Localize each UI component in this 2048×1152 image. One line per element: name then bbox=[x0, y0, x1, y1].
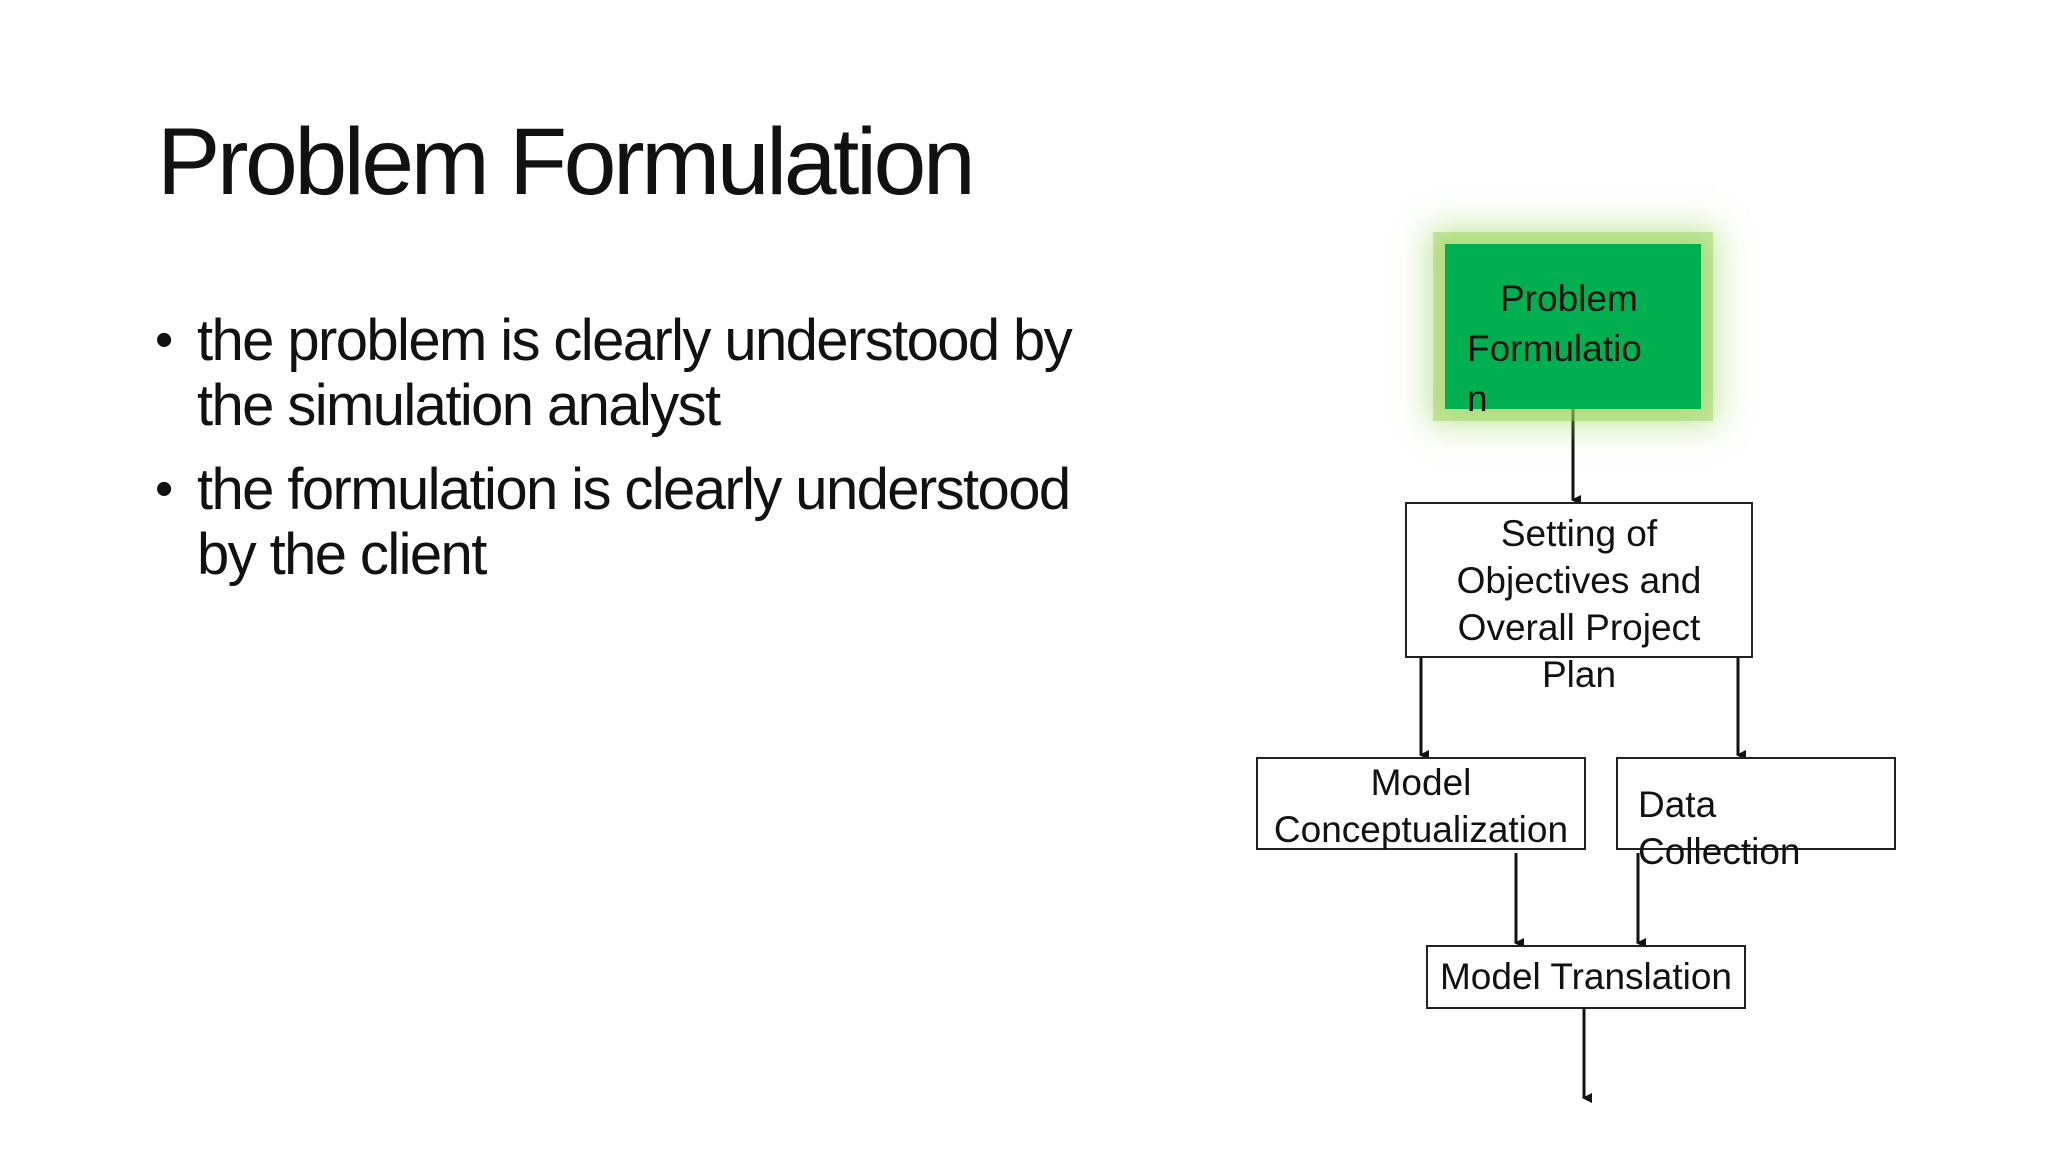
bullet-list: • the problem is clearly understood by t… bbox=[155, 308, 1115, 606]
bullet-text: the formulation is clearly understood bbox=[197, 457, 1071, 522]
node-label: Objectives and bbox=[1456, 560, 1702, 601]
node-label: Formulatio bbox=[1467, 328, 1642, 369]
slide-title: Problem Formulation bbox=[157, 109, 976, 215]
node-label: Collection bbox=[1638, 831, 1801, 872]
node-label: Overall Project bbox=[1457, 607, 1701, 648]
node-label: n bbox=[1467, 378, 1488, 419]
bullet-marker: • bbox=[155, 460, 173, 518]
node-label: Data bbox=[1638, 784, 1717, 825]
node-label: Problem bbox=[1500, 278, 1638, 319]
flow-node-problem-formulation: Problem Formulatio n bbox=[1445, 244, 1701, 419]
bullet-item: • the problem is clearly understood by t… bbox=[155, 308, 1115, 438]
node-label: Model bbox=[1370, 762, 1472, 803]
bullet-text: the simulation analyst bbox=[197, 373, 721, 438]
node-label: Model Translation bbox=[1439, 956, 1733, 997]
flow-node-objectives: Setting of Objectives and Overall Projec… bbox=[1405, 502, 1753, 695]
bullet-marker: • bbox=[155, 311, 173, 369]
node-label: Plan bbox=[1541, 654, 1617, 695]
bullet-text: the problem is clearly understood by bbox=[197, 308, 1073, 373]
bullet-item: • the formulation is clearly understood … bbox=[155, 457, 1115, 587]
flow-node-data-collection: Data Collection bbox=[1616, 757, 1896, 872]
node-label: Conceptualization bbox=[1273, 809, 1569, 850]
flow-node-model-conceptualization: Model Conceptualization bbox=[1256, 757, 1586, 850]
flow-node-model-translation: Model Translation bbox=[1426, 945, 1746, 1009]
bullet-text: by the client bbox=[197, 522, 487, 587]
node-label: Setting of bbox=[1500, 513, 1658, 554]
